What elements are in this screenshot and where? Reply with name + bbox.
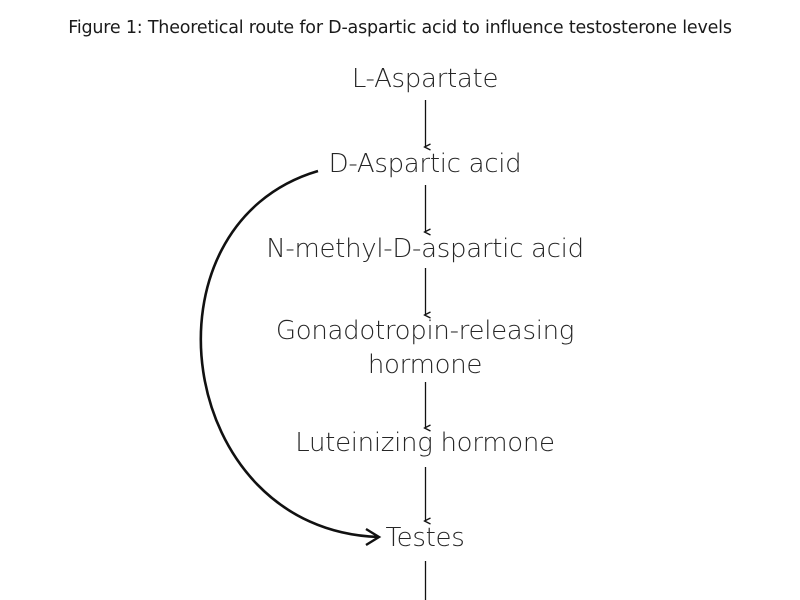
node-gonadotropin-releasing-hormone: Gonadotropin-releasing hormone <box>0 314 800 382</box>
curved-arrowhead <box>365 527 382 547</box>
node-testes: Testes <box>385 523 465 553</box>
node-d-aspartic-acid: D-Aspartic acid <box>328 149 522 179</box>
node-n-methyl-d-aspartic-acid: N-methyl-D-aspartic acid <box>266 234 584 264</box>
node-l-aspartate: L-Aspartate <box>351 64 499 94</box>
node-luteinizing-hormone: Luteinizing hormone <box>295 428 555 458</box>
figure-caption: Figure 1: Theoretical route for D-aspart… <box>68 18 732 38</box>
node-gnrh-line-2: hormone <box>367 350 483 380</box>
curved-arrow-d-aspartic-to-testes <box>199 169 379 539</box>
node-gnrh-line-1: Gonadotropin-releasing <box>275 316 575 346</box>
